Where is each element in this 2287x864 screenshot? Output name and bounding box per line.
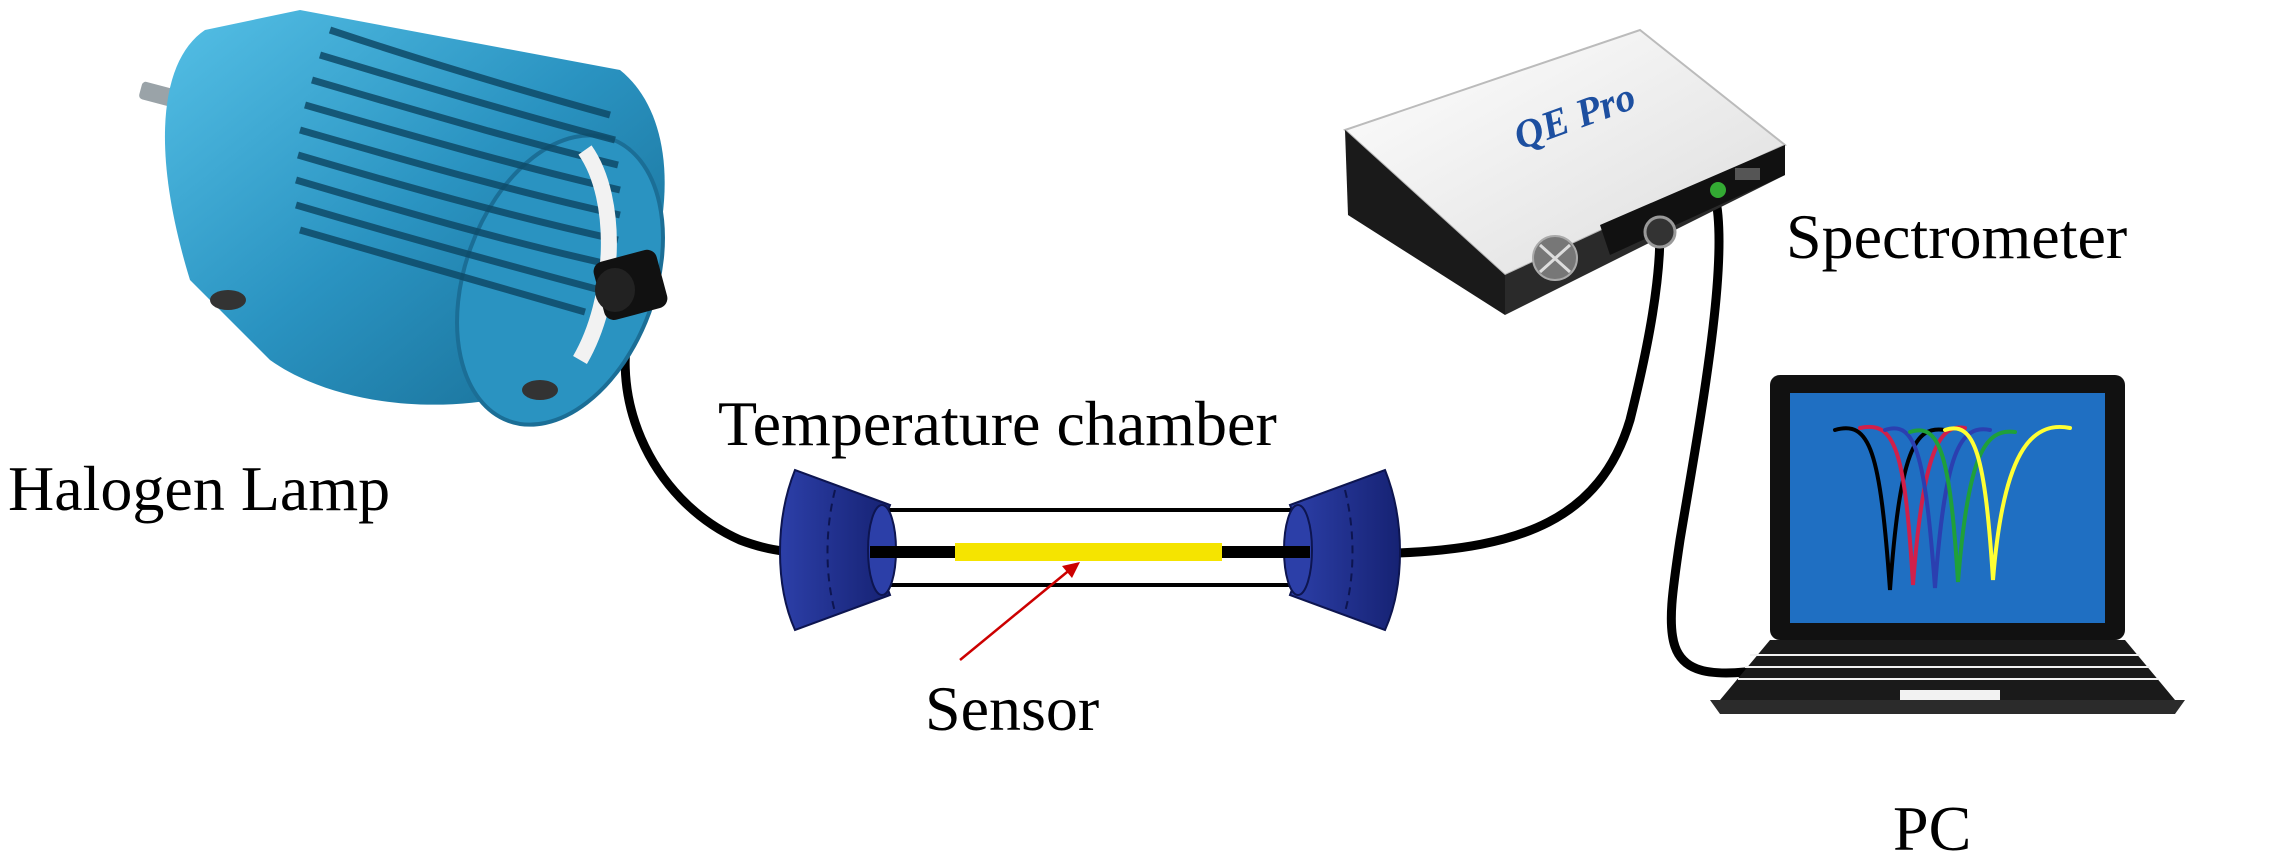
spectrum-curve-blue — [1883, 426, 1992, 589]
label-pc: PC — [1893, 793, 1971, 864]
label-temperature-chamber: Temperature chamber — [718, 388, 1277, 459]
sensor-pointer-arrow — [959, 562, 1080, 661]
label-halogen-lamp: Halogen Lamp — [8, 453, 390, 524]
spectrum-curve-green — [1908, 428, 2017, 583]
temperature-chamber — [779, 468, 1401, 632]
label-sensor: Sensor — [925, 673, 1099, 744]
spectrometer-icon: QE Pro — [1343, 28, 1787, 315]
chamber-cap-right — [1283, 468, 1401, 632]
spectra-curves — [1833, 424, 2072, 591]
spectrum-curve-yellow — [1943, 424, 2072, 581]
fiber-spectrometer-to-pc — [1666, 191, 1785, 678]
label-spectrometer: Spectrometer — [1786, 201, 2127, 272]
spectrum-curve-red — [1858, 424, 1967, 586]
fiber-chamber-to-spectrometer — [1393, 227, 1665, 558]
spectrum-curve-black — [1833, 426, 1947, 591]
laptop-icon — [1710, 375, 2185, 714]
halogen-lamp-icon — [139, 10, 668, 427]
sensor-segment — [955, 543, 1222, 561]
